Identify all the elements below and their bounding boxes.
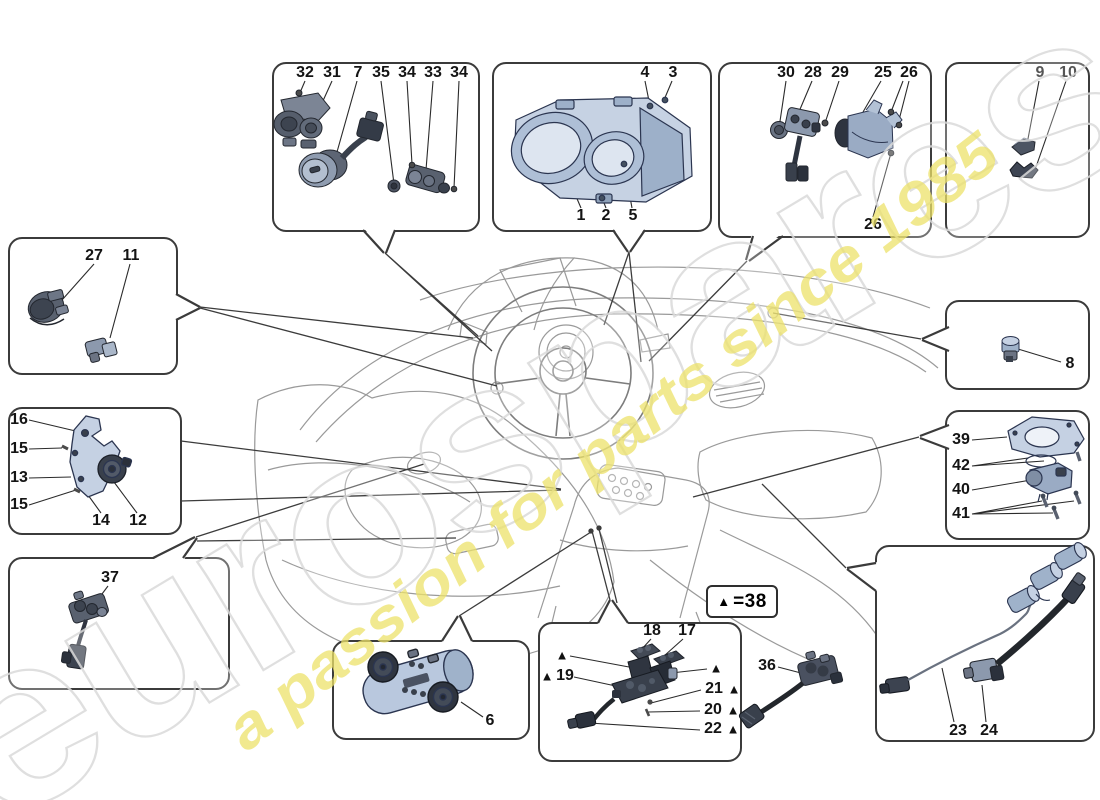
triangle-marker: ▲ (726, 702, 740, 718)
callout-17: 17 (678, 622, 696, 639)
callout-31: 31 (323, 64, 341, 81)
panel-bracket-switch (945, 62, 1090, 238)
callout-19: 19 (556, 667, 574, 684)
callout-37: 37 (101, 569, 119, 586)
callout-10: 10 (1059, 64, 1077, 81)
callout-32: 32 (296, 64, 314, 81)
callout-6: 6 (485, 712, 495, 729)
callout-26: 26 (900, 64, 918, 81)
callout-21: 21 (705, 680, 723, 697)
part-switch-36 (738, 650, 844, 729)
callout-2: 2 (601, 207, 611, 224)
callout-30: 30 (777, 64, 795, 81)
panel-notches (152, 226, 951, 643)
callout-42: 42 (952, 457, 970, 474)
callout-15b: 15 (10, 496, 28, 513)
callout-29: 29 (831, 64, 849, 81)
callout-4: 4 (640, 64, 650, 81)
callout-36: 36 (758, 657, 776, 674)
callout-14: 14 (92, 512, 110, 529)
callout-25: 25 (874, 64, 892, 81)
callout-26b: 26 (864, 216, 882, 233)
callout-9: 9 (1035, 64, 1045, 81)
callout-8: 8 (1065, 355, 1075, 372)
connector-lines (180, 251, 922, 617)
panel-button-8 (945, 300, 1090, 390)
panel-steering-column-controls (272, 62, 480, 232)
callout-41: 41 (952, 505, 970, 522)
callout-33: 33 (424, 64, 442, 81)
callout-23: 23 (949, 722, 967, 739)
callout-18: 18 (643, 622, 661, 639)
callout-24: 24 (980, 722, 998, 739)
triangle-marker: ▲ (726, 721, 740, 737)
triangle-marker: ▲ (727, 681, 741, 697)
legend-triangle-icon: ▲ (717, 594, 731, 609)
callout-1: 1 (576, 207, 586, 224)
callout-15: 15 (10, 440, 28, 457)
callout-28: 28 (804, 64, 822, 81)
triangle-marker: ▲ (540, 668, 554, 684)
callout-11: 11 (122, 247, 140, 264)
panel-ignition-column-parts (718, 62, 932, 238)
triangle-marker: ▲ (709, 660, 723, 676)
callout-12: 12 (129, 512, 147, 529)
legend-value: =38 (733, 590, 767, 612)
panel-climate-control (332, 640, 530, 740)
callout-22: 22 (704, 720, 722, 737)
callout-5: 5 (628, 207, 638, 224)
callout-35: 35 (372, 64, 390, 81)
callout-39: 39 (952, 431, 970, 448)
callout-20: 20 (704, 701, 722, 718)
panel-harnesses (875, 545, 1095, 742)
callout-34: 34 (398, 64, 416, 81)
callout-16: 16 (10, 411, 28, 428)
panel-door-switch (8, 557, 230, 690)
triangle-marker: ▲ (555, 647, 569, 663)
callout-34b: 34 (450, 64, 468, 81)
callout-7: 7 (353, 64, 363, 81)
steering-wheel (472, 286, 654, 460)
callout-27: 27 (85, 247, 103, 264)
legend-box: ▲=38 (706, 585, 778, 618)
callout-13: 13 (10, 469, 28, 486)
callout-40: 40 (952, 481, 970, 498)
callout-3: 3 (668, 64, 678, 81)
